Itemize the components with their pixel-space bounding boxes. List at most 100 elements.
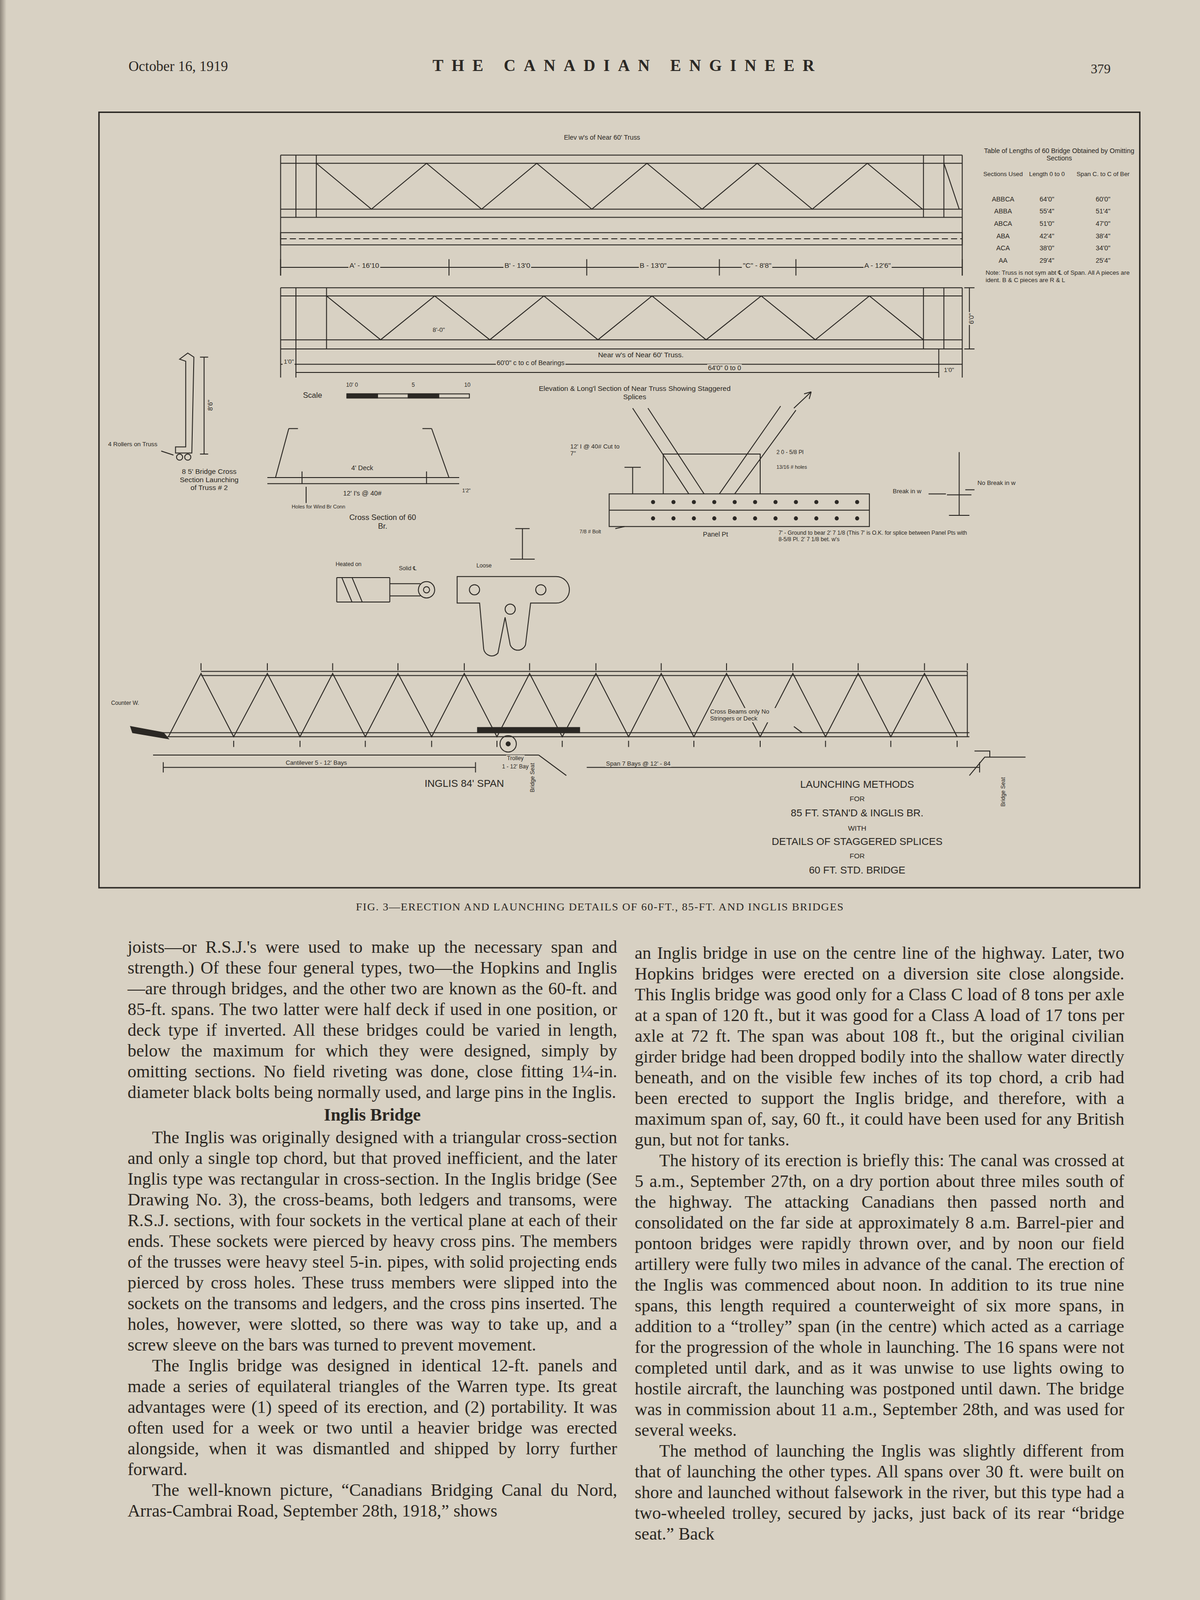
running-header: THE CANADIAN ENGINEER [431,56,824,76]
drawing-label: 85 FT. STAN'D & INGLIS BR. [789,807,925,819]
drawing-label: 5 [410,381,416,389]
drawing-label: Break in w [892,487,923,495]
splice-detail [855,516,860,521]
drawing-label: 8 5' Bridge Cross Section Launching of T… [176,467,242,492]
table-cell: 42'4" [1038,232,1056,241]
figure-caption: FIG. 3—ERECTION AND LAUNCHING DETAILS OF… [354,900,846,914]
body-paragraph: an Inglis bridge in use on the centre li… [634,942,1125,1151]
splice-detail [712,516,717,521]
splice-detail [793,500,799,505]
inglis-truss [506,741,511,746]
dimension-line [280,259,963,276]
drawing-label: A - 12'6" [863,261,893,270]
table-cell: 29'4" [1038,256,1056,265]
splice-detail [814,500,819,505]
section-heading: Inglis Bridge [127,1104,618,1126]
running-header: 379 [1089,61,1112,77]
drawing-label: LAUNCHING METHODS [799,778,916,791]
break-detail [928,452,975,516]
deck-strip [280,217,963,276]
inglis-truss [153,750,1026,776]
drawing-label: Trolley [506,755,525,762]
drawing-label: INGLIS 84' SPAN [423,777,505,790]
drawing-label: 64'0" 0 to 0 [707,364,743,373]
drawing-label: Heated on [334,561,363,568]
splice-detail [608,391,869,529]
drawing-label: 7/8 # Bolt [578,528,603,535]
drawing-label: Panel Pt [702,530,729,539]
drawing-label: FOR [848,851,866,861]
splice-detail [732,500,737,505]
splice-detail [608,493,869,527]
drawing-label: 60 FT. STD. BRIDGE [808,864,907,876]
drawing-label: Elev w's of Near 60' Truss [562,133,641,142]
inglis-truss [130,663,1026,776]
table-cell: 25'4" [1094,256,1112,265]
drawing-label: Solid ℄ [397,565,418,572]
pin-detail [336,577,421,603]
drawing-label: Counter W. [110,699,141,707]
drawing-label: "C" - 8'8" [742,261,773,270]
table-cell: 51'4" [1094,207,1112,216]
drawing-label: Cross Section of 60 Br. [346,513,420,531]
inglis-truss [793,726,803,733]
drawing-label: 1'0" [942,366,955,374]
table-cell: Length 0 to 0 [1024,170,1070,178]
drawing-label: 12' I @ 40# Cut to 7" [569,443,625,458]
splice-detail [793,516,799,521]
figure-frame [99,112,1141,888]
running-header: October 16, 1919 [127,58,230,75]
splice-detail [691,516,697,521]
table-cell: ACA [995,244,1011,253]
deck-strip [280,217,963,276]
drawing-label: 6'0" [967,312,976,326]
splice-detail [671,500,676,505]
splice-detail [753,500,758,505]
table-cell: 64'0" [1038,195,1056,204]
bottom-truss [326,295,924,340]
deck-strip [280,238,963,240]
table-cell: 60'0" [1094,195,1112,204]
pin-detail [535,584,546,595]
deck-strip [280,232,963,246]
top-truss [943,163,959,210]
splice-detail [855,500,860,505]
drawing-label: 12' I's @ 40# [342,489,383,498]
drawing-label: Cross Beams only No Stringers or Deck [709,708,793,723]
splice-detail [624,467,641,495]
table-cell: Table of Lengths of 60 Bridge Obtained b… [982,147,1136,163]
pin-detail [423,586,430,593]
inglis-truss [130,726,169,739]
drawing-label: 60'0" c to c of Bearings [496,359,566,367]
inglis-truss [233,740,958,747]
table-cell: 38'0" [1038,244,1056,253]
drawing-label: Bridge Seat [529,762,536,794]
drawing-label: B' - 13'0 [503,261,532,270]
drawing-label: Elevation & Long'l Section of Near Truss… [531,384,738,402]
table-cell: AA [997,256,1009,265]
table-cell: Note: Truss is not sym abt ℄ of Span. Al… [984,269,1138,284]
drawing-label: A' - 16'10 [348,261,380,270]
table-cell: 38'4" [1094,232,1112,241]
pin-detail [457,576,570,657]
top-truss [280,154,963,218]
inglis-truss [200,663,968,671]
table-cell: Span C. to C of Ber [1068,170,1138,178]
drawing-label: 4' Deck [350,464,374,473]
drawing-label: 10 [463,381,472,389]
break-detail [928,452,975,516]
bottom-truss [280,287,963,349]
body-paragraph: The well-known picture, “Canadians Bridg… [127,1479,618,1522]
drawing-label: 13/16 # holes [775,464,819,471]
splice-detail [753,516,758,521]
body-paragraph: The history of its erection is briefly t… [634,1150,1125,1441]
splice-detail [663,454,761,494]
cross-section-60 [267,428,460,504]
bottom-truss [280,348,963,378]
table-cell: 51'0" [1038,219,1056,228]
table-cell: ABBA [993,207,1013,216]
splice-detail [834,500,840,505]
inglis-truss [168,673,958,737]
pin-detail [469,584,480,595]
drawing-label: 7' - Ground to bear 2' 7 1/8 (This 7' is… [777,529,969,543]
